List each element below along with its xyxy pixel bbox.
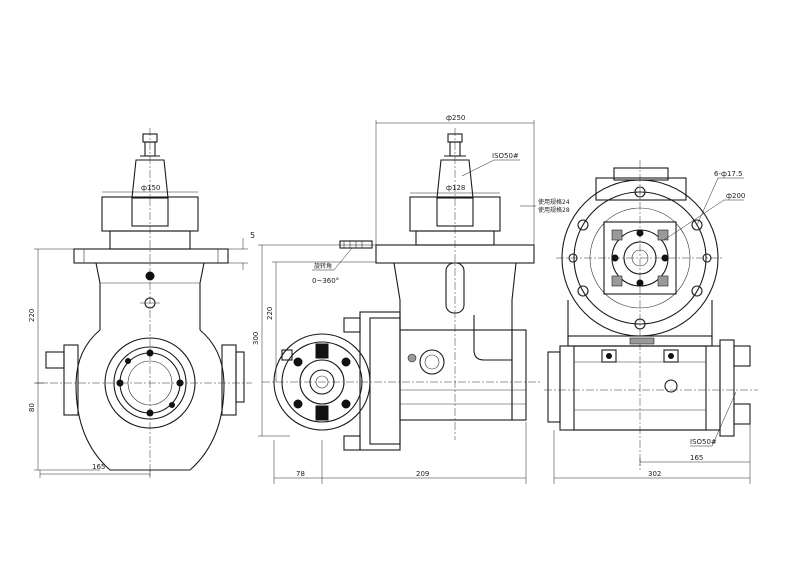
left-dim-offset: 5	[250, 231, 255, 240]
right-dim-pcd: ф200	[726, 192, 745, 200]
mid-dim-height-300: 300	[252, 332, 260, 345]
mid-note-2: 使用规格28	[538, 206, 570, 214]
right-view: 6-ф17.5 ф200 ISO50# 165	[544, 160, 758, 484]
right-dim-165: 165	[690, 454, 703, 462]
left-dim-height: 220	[28, 309, 36, 322]
right-dim-302: 302	[648, 470, 661, 478]
left-dim-flange-dia: ф150	[141, 184, 160, 192]
mid-dim-outer-dia: ф250	[446, 114, 465, 122]
mid-dim-bottom: 209	[416, 470, 429, 478]
middle-view: ф250 ф128 ISO50# 使用规格24 使用规格28 旋转角 0~360…	[252, 114, 570, 484]
mid-rotation-label-cn: 旋转角	[314, 262, 332, 270]
left-view: 5 ф150 220 80	[28, 128, 255, 478]
mid-dim-left: 78	[296, 470, 305, 478]
left-dim-width: 165	[92, 463, 105, 471]
left-dim-lower: 80	[28, 403, 36, 412]
right-dim-holes: 6-ф17.5	[714, 170, 743, 178]
mid-dim-height-220: 220	[266, 307, 274, 320]
right-tool-label: ISO50#	[690, 438, 717, 446]
mid-dim-spindle-dia: ф128	[446, 184, 465, 192]
mid-rotation-label: 0~360°	[312, 277, 339, 285]
mid-tool-label: ISO50#	[492, 152, 519, 160]
mid-note-1: 使用规格24	[538, 198, 570, 206]
